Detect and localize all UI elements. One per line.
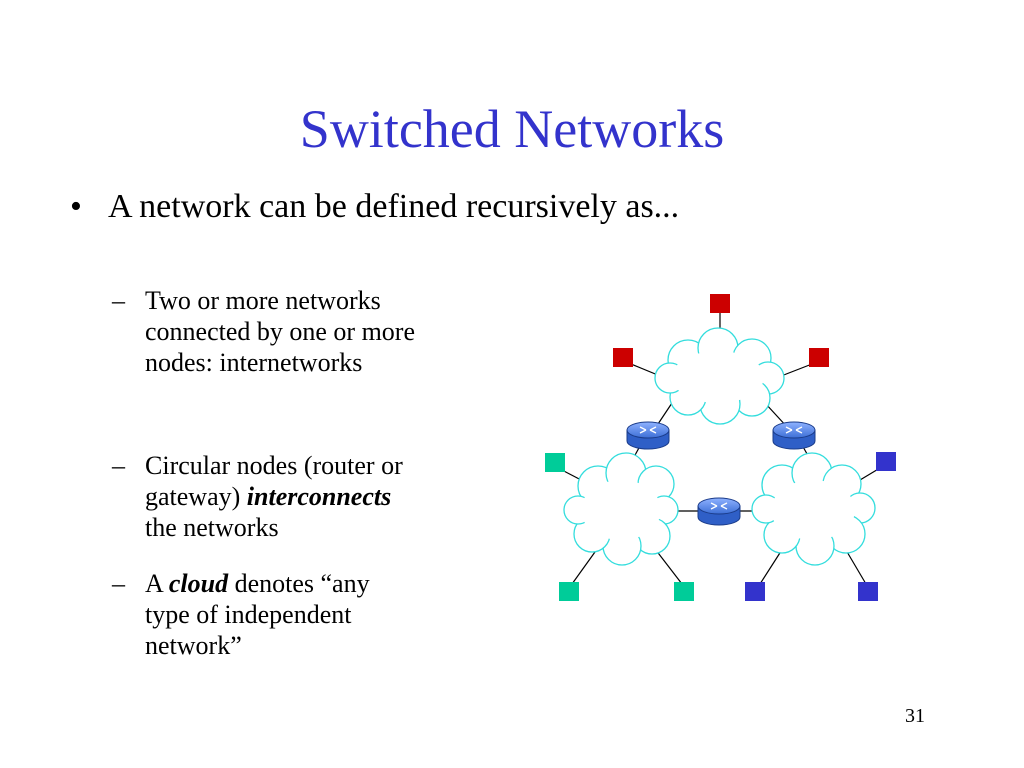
sub-bullet-internetworks: – Two or more networks connected by one … [112, 285, 512, 378]
sub1-line1: Two or more networks [145, 286, 381, 315]
dash-marker: – [112, 451, 125, 480]
bullet-marker: • [70, 188, 82, 225]
host-teal-bottom-right [674, 582, 694, 601]
host-red-right [809, 348, 829, 367]
sub2-line1: Circular nodes (router or [145, 451, 403, 480]
sub3-line3: network” [145, 631, 242, 660]
hosts [545, 294, 896, 601]
host-blue-top [876, 452, 896, 471]
sub1-line2: connected by one or more [145, 317, 416, 346]
sub3-emphasis: cloud [168, 569, 229, 598]
sub-bullet-circular-nodes: – Circular nodes (router or gateway) int… [112, 450, 512, 543]
sub3-line1: A cloud denotes “any [145, 568, 512, 599]
cloud-icon [654, 327, 785, 425]
sub2-line2: gateway) interconnects [145, 481, 512, 512]
host-teal-bottom-left [559, 582, 579, 601]
sub1-line3: nodes: internetworks [145, 348, 363, 377]
main-bullet-text: A network can be defined recursively as.… [108, 188, 680, 225]
host-blue-bottom-right [858, 582, 878, 601]
host-blue-bottom-left [745, 582, 765, 601]
sub3-line1-post: denotes “any [228, 569, 370, 598]
page-number: 31 [905, 705, 925, 727]
sub3-line1-pre: A [145, 569, 169, 598]
host-red-top [710, 294, 730, 313]
sub-bullet-cloud: – A cloud denotes “any type of independe… [112, 568, 512, 661]
sub2-line2-text: gateway) [145, 482, 247, 511]
dash-marker: – [112, 286, 125, 315]
cloud-icon [751, 452, 876, 566]
router-icon [697, 497, 741, 526]
router-icon [772, 421, 816, 450]
sub3-line2: type of independent [145, 600, 352, 629]
slide-title: Switched Networks [299, 99, 725, 159]
sub2-emphasis: interconnects [246, 482, 392, 511]
network-diagram [545, 294, 896, 601]
host-red-left [613, 348, 633, 367]
dash-marker: – [112, 569, 125, 598]
cloud-icon [563, 452, 679, 566]
host-teal-top [545, 453, 565, 472]
sub2-line3: the networks [145, 513, 279, 542]
main-bullet: • A network can be defined recursively as… [70, 187, 679, 228]
router-icon [626, 421, 670, 450]
